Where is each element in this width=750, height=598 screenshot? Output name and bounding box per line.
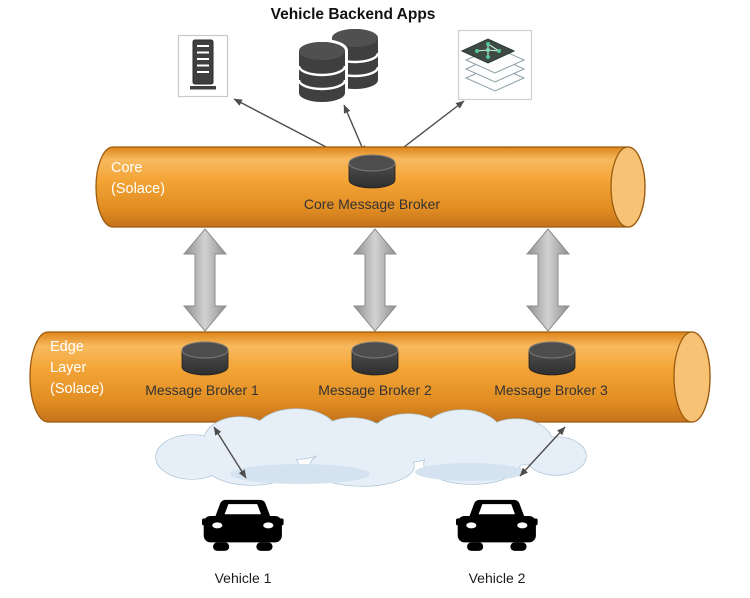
- layers-network-icon: [457, 29, 533, 101]
- arrow-cloud-to-vehicle-1: [213, 426, 247, 479]
- database-icon: [296, 29, 380, 105]
- cloud-network: [155, 408, 587, 487]
- diagram-title: Vehicle Backend Apps: [270, 6, 436, 23]
- vehicle-label-1: Vehicle 1: [214, 570, 272, 586]
- arrow-cloud-to-vehicle-2: [519, 426, 566, 477]
- car-icon-2: [456, 499, 538, 551]
- vehicle-arrows: [213, 426, 566, 479]
- edge-broker-label-2: Message Broker 2: [318, 382, 432, 398]
- core-broker-disk-icon: [348, 154, 396, 189]
- edge-broker-label-1: Message Broker 1: [145, 382, 259, 398]
- car-icon-1: [202, 499, 284, 551]
- arrow-broker-to-database: [343, 104, 366, 155]
- block-arrow-1: [182, 228, 228, 332]
- edge-broker-label-3: Message Broker 3: [494, 382, 608, 398]
- edge-layer-label: Edge Layer (Solace): [50, 339, 104, 398]
- server-icon: [177, 34, 229, 98]
- core-edge-arrows: [182, 228, 571, 332]
- edge-broker-disk-icon-1: [181, 341, 229, 376]
- block-arrow-2: [352, 228, 398, 332]
- vehicle-label-2: Vehicle 2: [468, 570, 526, 586]
- edge-broker-disk-icon-2: [351, 341, 399, 376]
- edge-broker-disk-icon-3: [528, 341, 576, 376]
- core-layer-label: Core (Solace): [111, 160, 165, 198]
- block-arrow-3: [525, 228, 571, 332]
- core-broker-label: Core Message Broker: [303, 196, 441, 212]
